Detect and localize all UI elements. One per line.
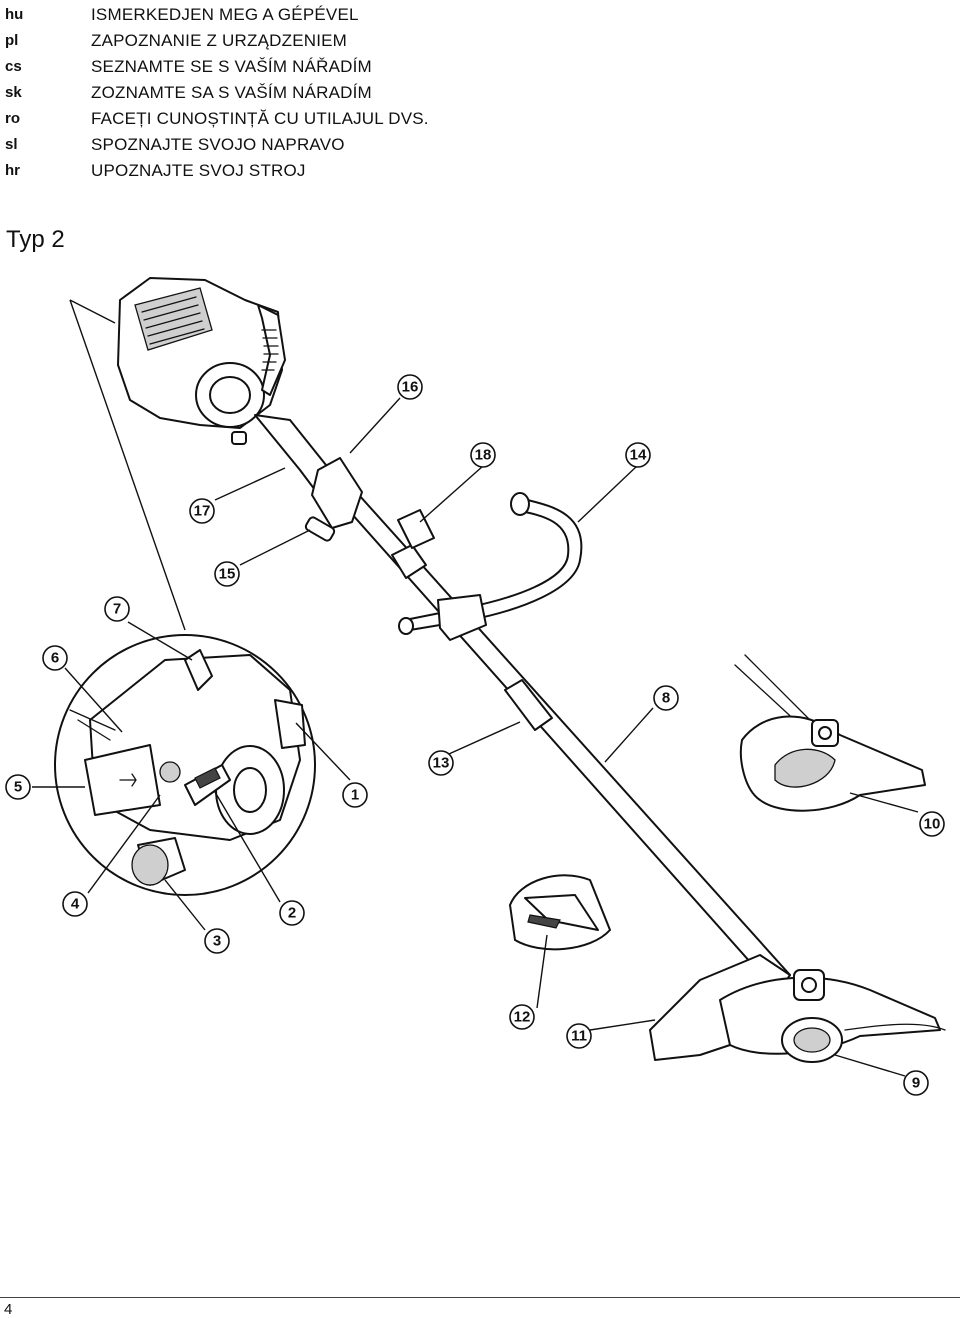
language-code: sl	[5, 136, 18, 153]
inset-circle	[54, 634, 316, 896]
language-title: ZOZNAMTE SA S VAŠÍM NÁRADÍM	[91, 83, 372, 102]
callout-4: 4	[62, 891, 88, 917]
callout-6: 6	[42, 645, 68, 671]
callout-label: 18	[475, 447, 492, 464]
blade-detail-inset	[509, 874, 611, 951]
callout-1: 1	[342, 782, 368, 808]
callout-18: 18	[470, 442, 496, 468]
callout-14: 14	[625, 442, 651, 468]
callout-label: 15	[219, 566, 236, 583]
callout-label: 12	[514, 1009, 531, 1026]
language-title: FACEȚI CUNOȘTINȚĂ CU UTILAJUL DVS.	[91, 109, 429, 128]
language-title: SPOZNAJTE SVOJO NAPRAVO	[91, 135, 345, 154]
language-code: cs	[5, 58, 22, 75]
callout-3: 3	[204, 928, 230, 954]
callout-label: 7	[113, 601, 121, 618]
handle	[397, 492, 583, 641]
callout-label: 2	[288, 905, 296, 922]
page-number: 4	[4, 1301, 13, 1318]
language-code: hu	[5, 6, 24, 23]
language-code: sk	[5, 84, 22, 101]
callout-17: 17	[189, 498, 215, 524]
callout-12: 12	[509, 1004, 535, 1030]
language-title: ISMERKEDJEN MEG A GÉPÉVEL	[91, 5, 359, 24]
model-title: Typ 2	[6, 226, 65, 253]
callout-5: 5	[5, 774, 31, 800]
callout-15: 15	[214, 561, 240, 587]
callout-7: 7	[104, 596, 130, 622]
language-code: ro	[5, 110, 20, 127]
callout-10: 10	[919, 811, 945, 837]
callout-2: 2	[279, 900, 305, 926]
footer-rule	[0, 1297, 960, 1298]
callout-label: 17	[194, 503, 211, 520]
callout-label: 4	[71, 896, 80, 913]
callout-label: 3	[213, 933, 221, 950]
callout-label: 8	[662, 690, 670, 707]
language-title: SEZNAMTE SE S VAŠÍM NÁŘADÍM	[91, 57, 372, 76]
trimmer-head-guard	[649, 954, 946, 1063]
callout-16: 16	[397, 374, 423, 400]
callout-label: 11	[571, 1028, 587, 1045]
callout-label: 6	[51, 650, 59, 667]
callout-label: 13	[433, 755, 450, 772]
language-code: hr	[5, 162, 20, 179]
callout-label: 14	[630, 447, 647, 464]
language-title: UPOZNAJTE SVOJ STROJ	[91, 161, 306, 180]
callout-label: 1	[351, 787, 359, 804]
leader-lines	[32, 299, 919, 1077]
metal-blade-attachment	[734, 654, 926, 812]
callout-label: 10	[924, 816, 941, 833]
language-code: pl	[5, 32, 19, 49]
callout-11: 11	[566, 1023, 592, 1049]
callout-label: 5	[14, 779, 22, 796]
callout-8: 8	[653, 685, 679, 711]
callout-label: 9	[912, 1075, 920, 1092]
engine-unit	[117, 277, 286, 445]
language-title: ZAPOZNANIE Z URZĄDZENIEM	[91, 31, 348, 50]
callout-13: 13	[428, 750, 454, 776]
callout-label: 16	[402, 379, 419, 396]
callout-markers: 1 2 3 4 5 6 7 8 9 10 11 12 13 14 15 16 1…	[5, 374, 945, 1096]
callout-9: 9	[903, 1070, 929, 1096]
